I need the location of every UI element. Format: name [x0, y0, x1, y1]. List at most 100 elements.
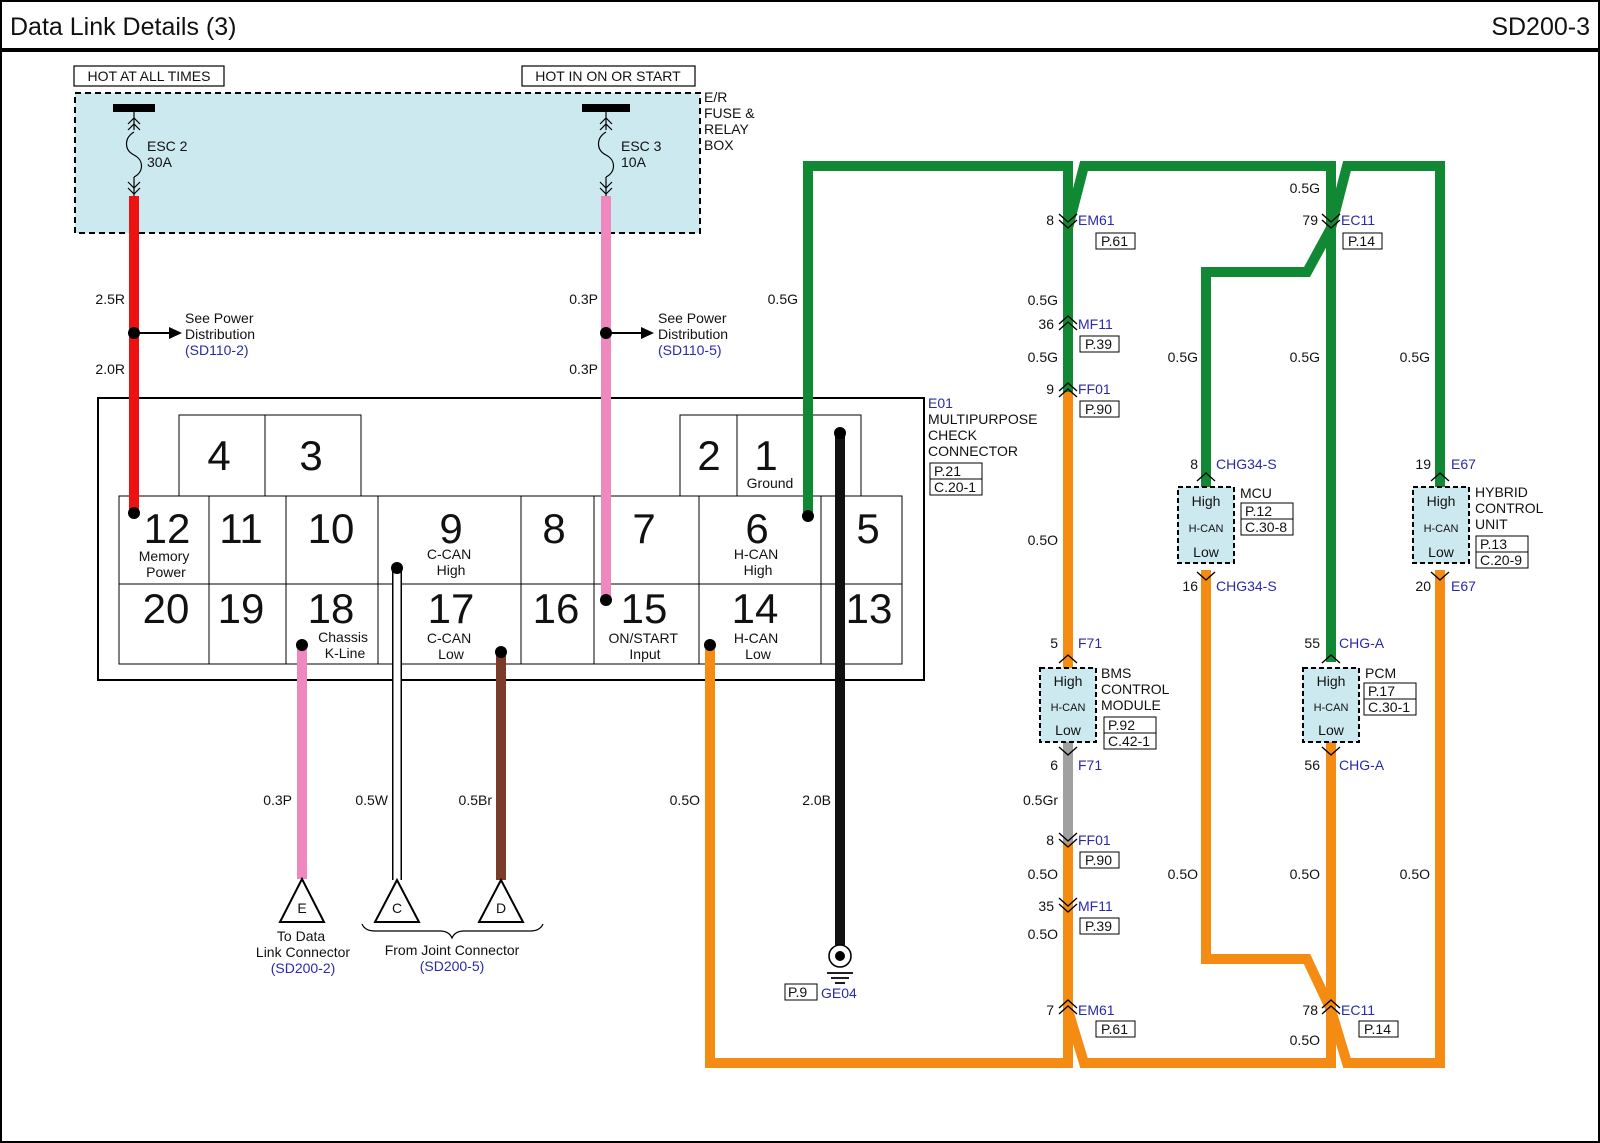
module-pcm: High H-CAN Low [1302, 667, 1360, 743]
svg-text:7: 7 [1046, 1002, 1054, 1018]
svg-text:C.20-9: C.20-9 [1480, 552, 1522, 568]
svg-text:CHG34-S: CHG34-S [1216, 456, 1277, 472]
svg-text:FF01: FF01 [1078, 832, 1111, 848]
svg-text:F71: F71 [1078, 757, 1102, 773]
pin-8: 8 [542, 505, 565, 552]
svg-text:0.5G: 0.5G [768, 291, 798, 307]
svg-text:H-CAN: H-CAN [1314, 702, 1349, 714]
wire-green-mcu [1201, 225, 1336, 487]
wire-orange-hcan-low [705, 570, 1445, 1068]
connector-em61-top: 8 EM61 P.61 [1046, 212, 1136, 250]
fuse-esc2-name: ESC 2 [147, 138, 188, 154]
ground-ref: P.9 [788, 984, 807, 1000]
svg-text:0.5G: 0.5G [1290, 180, 1320, 196]
terminal-c: C [373, 877, 421, 923]
connector-ec11-bottom: 78 EC11 P.14 [1302, 1002, 1399, 1038]
svg-text:56: 56 [1304, 757, 1320, 773]
e01-ref-conn: C.20-1 [934, 479, 976, 495]
wire-green-hcan-high [803, 161, 1445, 512]
svg-text:MF11: MF11 [1078, 898, 1113, 914]
svg-text:0.5W: 0.5W [355, 792, 388, 808]
check-connector-grid [118, 414, 903, 665]
connector-chg34-top: 8 CHG34-S [1190, 456, 1276, 472]
module-pcm-name: PCM [1365, 665, 1396, 681]
fuse-esc2 [125, 112, 143, 196]
pin-19: 19 [218, 585, 265, 632]
svg-text:0.5G: 0.5G [1290, 349, 1320, 365]
svg-text:0.3P: 0.3P [569, 361, 598, 377]
splice-right-text: See Power Distribution [658, 310, 730, 342]
splice-arrow-right [612, 327, 654, 339]
svg-text:0.5O: 0.5O [670, 792, 700, 808]
module-mcu-refs: P.12 C.30-8 [1240, 502, 1294, 536]
svg-text:P.61: P.61 [1101, 1021, 1128, 1037]
pin-6: 6 [745, 505, 768, 552]
splice-right-ref: (SD110-5) [658, 342, 722, 358]
svg-text:P.13: P.13 [1480, 536, 1507, 552]
svg-text:MF11: MF11 [1078, 316, 1113, 332]
module-mcu-name: MCU [1240, 485, 1272, 501]
pin-18: 18 [308, 585, 355, 632]
module-bms: High H-CAN Low [1039, 667, 1097, 743]
ground-symbol [827, 944, 853, 984]
svg-text:20: 20 [1415, 578, 1431, 594]
svg-text:E: E [297, 900, 306, 916]
terminal-e-ref: (SD200-2) [271, 960, 336, 976]
connector-chga-top: 55 CHG-A [1304, 635, 1384, 651]
fuse-esc2-rating: 30A [147, 154, 173, 170]
connector-f71-top: 5 F71 [1050, 635, 1102, 651]
page-title: Data Link Details (3) [10, 13, 236, 41]
svg-text:0.5Br: 0.5Br [459, 792, 493, 808]
terminal-d: D [477, 877, 525, 923]
svg-text:8: 8 [1190, 456, 1198, 472]
svg-text:P.92: P.92 [1108, 717, 1135, 733]
svg-text:P.14: P.14 [1364, 1021, 1391, 1037]
wire-spec-labels: 2.5R 2.0R 0.3P 0.3P 0.5G 0.3P 0.5W 0.5Br… [95, 180, 1430, 1048]
svg-text:Low: Low [1428, 544, 1455, 560]
bus-bar-left [113, 104, 155, 112]
pin-6-label: H-CAN High [734, 546, 782, 578]
module-mcu: High H-CAN Low [1177, 486, 1235, 564]
splice-left-ref: (SD110-2) [185, 342, 249, 358]
bus-bar-right [582, 104, 630, 112]
svg-text:C.30-8: C.30-8 [1245, 519, 1287, 535]
svg-text:Low: Low [1318, 722, 1345, 738]
fuse-box-label: E/R FUSE & RELAY BOX [704, 89, 758, 153]
connector-e67-bottom: 20 E67 [1415, 578, 1476, 594]
terminal-e: E [278, 876, 326, 923]
svg-text:0.5G: 0.5G [1028, 292, 1058, 308]
module-pcm-refs: P.17 C.30-1 [1363, 682, 1417, 716]
splice-arrow-left [140, 327, 182, 339]
module-bms-name: BMS CONTROL MODULE [1101, 665, 1173, 713]
pin-14-label: H-CAN Low [734, 630, 782, 662]
pin-16: 16 [533, 585, 580, 632]
pin-11: 11 [219, 505, 263, 552]
svg-text:0.5O: 0.5O [1400, 866, 1430, 882]
svg-text:F71: F71 [1078, 635, 1102, 651]
svg-text:CHG34-S: CHG34-S [1216, 578, 1277, 594]
splice-left-text: See Power Distribution [185, 310, 257, 342]
svg-text:0.5G: 0.5G [1028, 349, 1058, 365]
svg-text:36: 36 [1038, 316, 1054, 332]
module-hcu-refs: P.13 C.20-9 [1475, 535, 1529, 569]
svg-text:H-CAN: H-CAN [1189, 523, 1224, 535]
connector-f71-bottom: 6 F71 [1050, 757, 1102, 773]
connector-chevrons [1058, 213, 1450, 1015]
pin-10: 10 [308, 505, 355, 552]
svg-text:P.90: P.90 [1085, 401, 1112, 417]
pin-13: 13 [846, 585, 893, 632]
svg-text:P.90: P.90 [1085, 852, 1112, 868]
ground-id: GE04 [821, 985, 857, 1001]
svg-text:C.42-1: C.42-1 [1108, 733, 1150, 749]
fuse-relay-box [74, 92, 701, 234]
pin-9: 9 [439, 505, 462, 552]
joint-connector-ref: (SD200-5) [420, 958, 485, 974]
svg-text:0.5O: 0.5O [1290, 1032, 1320, 1048]
module-hcu-name: HYBRID CONTROL UNIT [1475, 484, 1547, 532]
joint-connector-text: From Joint Connector [385, 942, 520, 958]
svg-text:CHG-A: CHG-A [1339, 757, 1385, 773]
svg-text:EC11: EC11 [1341, 212, 1375, 228]
wire-orange-mcu [1201, 570, 1336, 1013]
module-bms-refs: P.92 C.42-1 [1103, 716, 1157, 750]
